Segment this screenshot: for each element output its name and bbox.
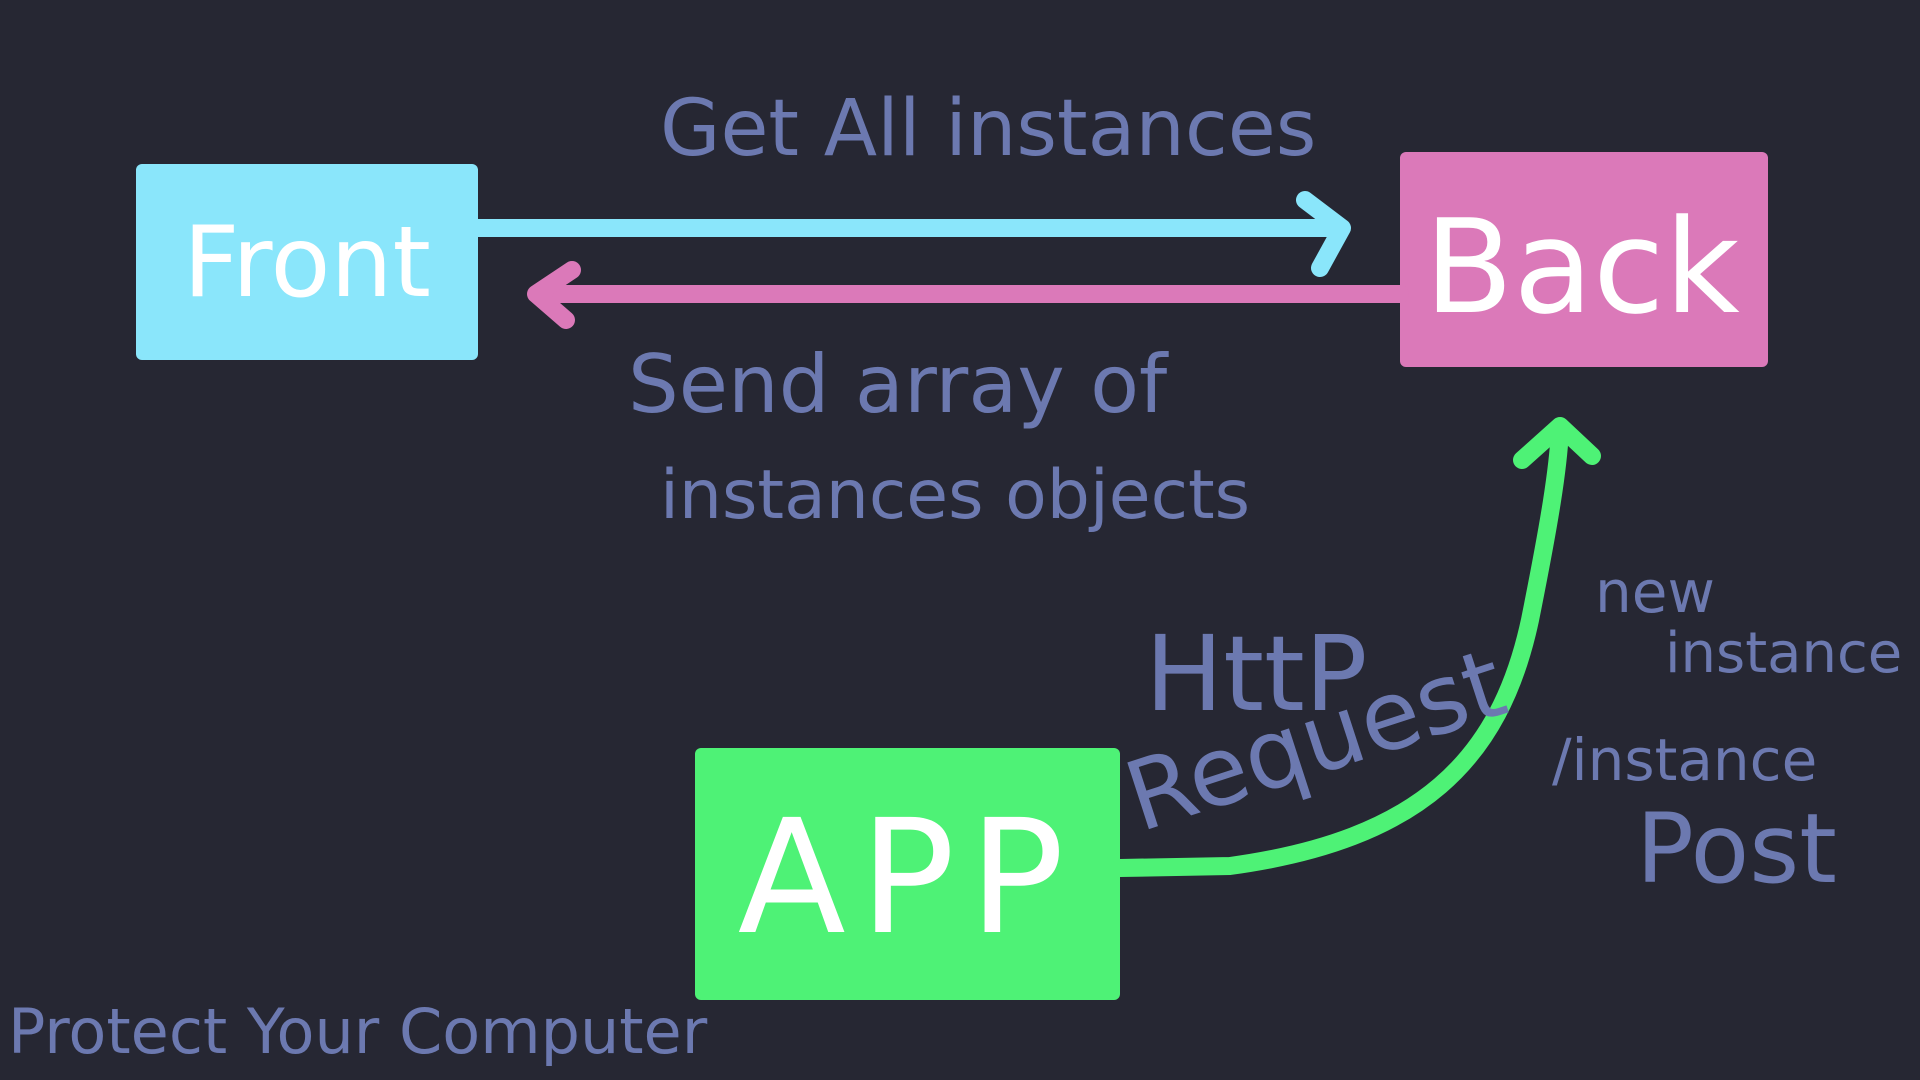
get-all-label: Get All instances — [660, 84, 1316, 174]
send-array-label-line1: Send array of — [628, 338, 1169, 431]
front-node: Front — [136, 164, 478, 360]
method-label: Post — [1636, 793, 1837, 905]
send-array-arrow-head — [527, 261, 581, 329]
footer-caption: Protect Your Computer — [8, 995, 708, 1068]
send-array-label-line2: instances objects — [660, 456, 1250, 535]
new-instance-note-line2: instance — [1665, 621, 1902, 686]
app-label: APP — [738, 786, 1079, 970]
http-label-line1: HttP — [1145, 613, 1367, 735]
send-array-arrow — [527, 261, 1409, 329]
front-box — [136, 164, 478, 360]
app-node: APP — [695, 748, 1120, 1000]
app-box — [695, 748, 1120, 1000]
back-box — [1400, 152, 1768, 367]
route-label: /instance — [1552, 726, 1817, 794]
http-request-arrow-line — [1111, 421, 1569, 877]
back-node: Back — [1400, 152, 1768, 367]
new-instance-note-line1: new — [1595, 558, 1715, 626]
get-all-arrow — [469, 191, 1351, 277]
http-request-arrow — [1111, 417, 1601, 877]
back-label: Back — [1424, 191, 1740, 343]
get-all-arrow-head — [1296, 191, 1351, 277]
front-label: Front — [183, 206, 431, 320]
http-request-arrow-head — [1513, 417, 1601, 469]
